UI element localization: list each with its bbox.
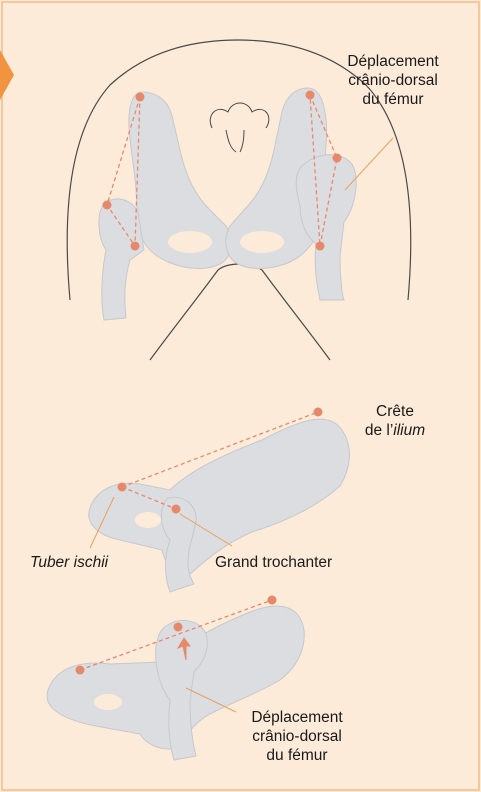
landmark-left-trochanter [103, 201, 112, 210]
obturator-left [168, 231, 212, 253]
label-line: du fémur [318, 90, 468, 109]
label-line: du fémur [222, 746, 372, 765]
landmark-right-trochanter [333, 154, 342, 163]
label-line: Crête [340, 402, 450, 421]
obturator-dislocated [94, 694, 122, 710]
label-top-displacement: Déplacement crânio-dorsal du fémur [318, 52, 468, 109]
ilium-lateral [89, 419, 350, 575]
landmark-right-crest [306, 91, 315, 100]
label-tuber-ischii: Tuber ischii [30, 553, 108, 572]
label-line: crânio-dorsal [318, 71, 468, 90]
label-line: de l’ilium [340, 421, 450, 440]
femur-left [99, 199, 144, 320]
label-grand-trochanter: Grand trochanter [215, 553, 332, 572]
label-crest: Crête de l’ilium [340, 402, 450, 440]
landmark-left-tuber [131, 242, 140, 251]
leg-line-left [150, 270, 218, 360]
femur-right [296, 155, 356, 300]
obturator-right [240, 231, 284, 253]
label-bottom-displacement: Déplacement crânio-dorsal du fémur [222, 708, 372, 765]
landmark-trochanter-dislocated [174, 623, 183, 632]
landmark-crest-dislocated [268, 596, 277, 605]
label-line: Déplacement [222, 708, 372, 727]
label-line: Déplacement [318, 52, 468, 71]
tail [210, 103, 269, 152]
label-line: crânio-dorsal [222, 727, 372, 746]
label-italic: ilium [393, 422, 425, 439]
label-prefix: de l’ [365, 422, 393, 439]
landmark-tuber-ischii [118, 483, 127, 492]
landmark-right-tuber [316, 242, 325, 251]
landmark-left-crest [136, 93, 145, 102]
landmark-tuber-dislocated [76, 666, 85, 675]
obturator-lateral [135, 512, 161, 528]
landmark-grand-trochanter [172, 505, 181, 514]
landmark-iliac-crest [314, 408, 323, 417]
pointer-arrow-icon [0, 50, 14, 100]
